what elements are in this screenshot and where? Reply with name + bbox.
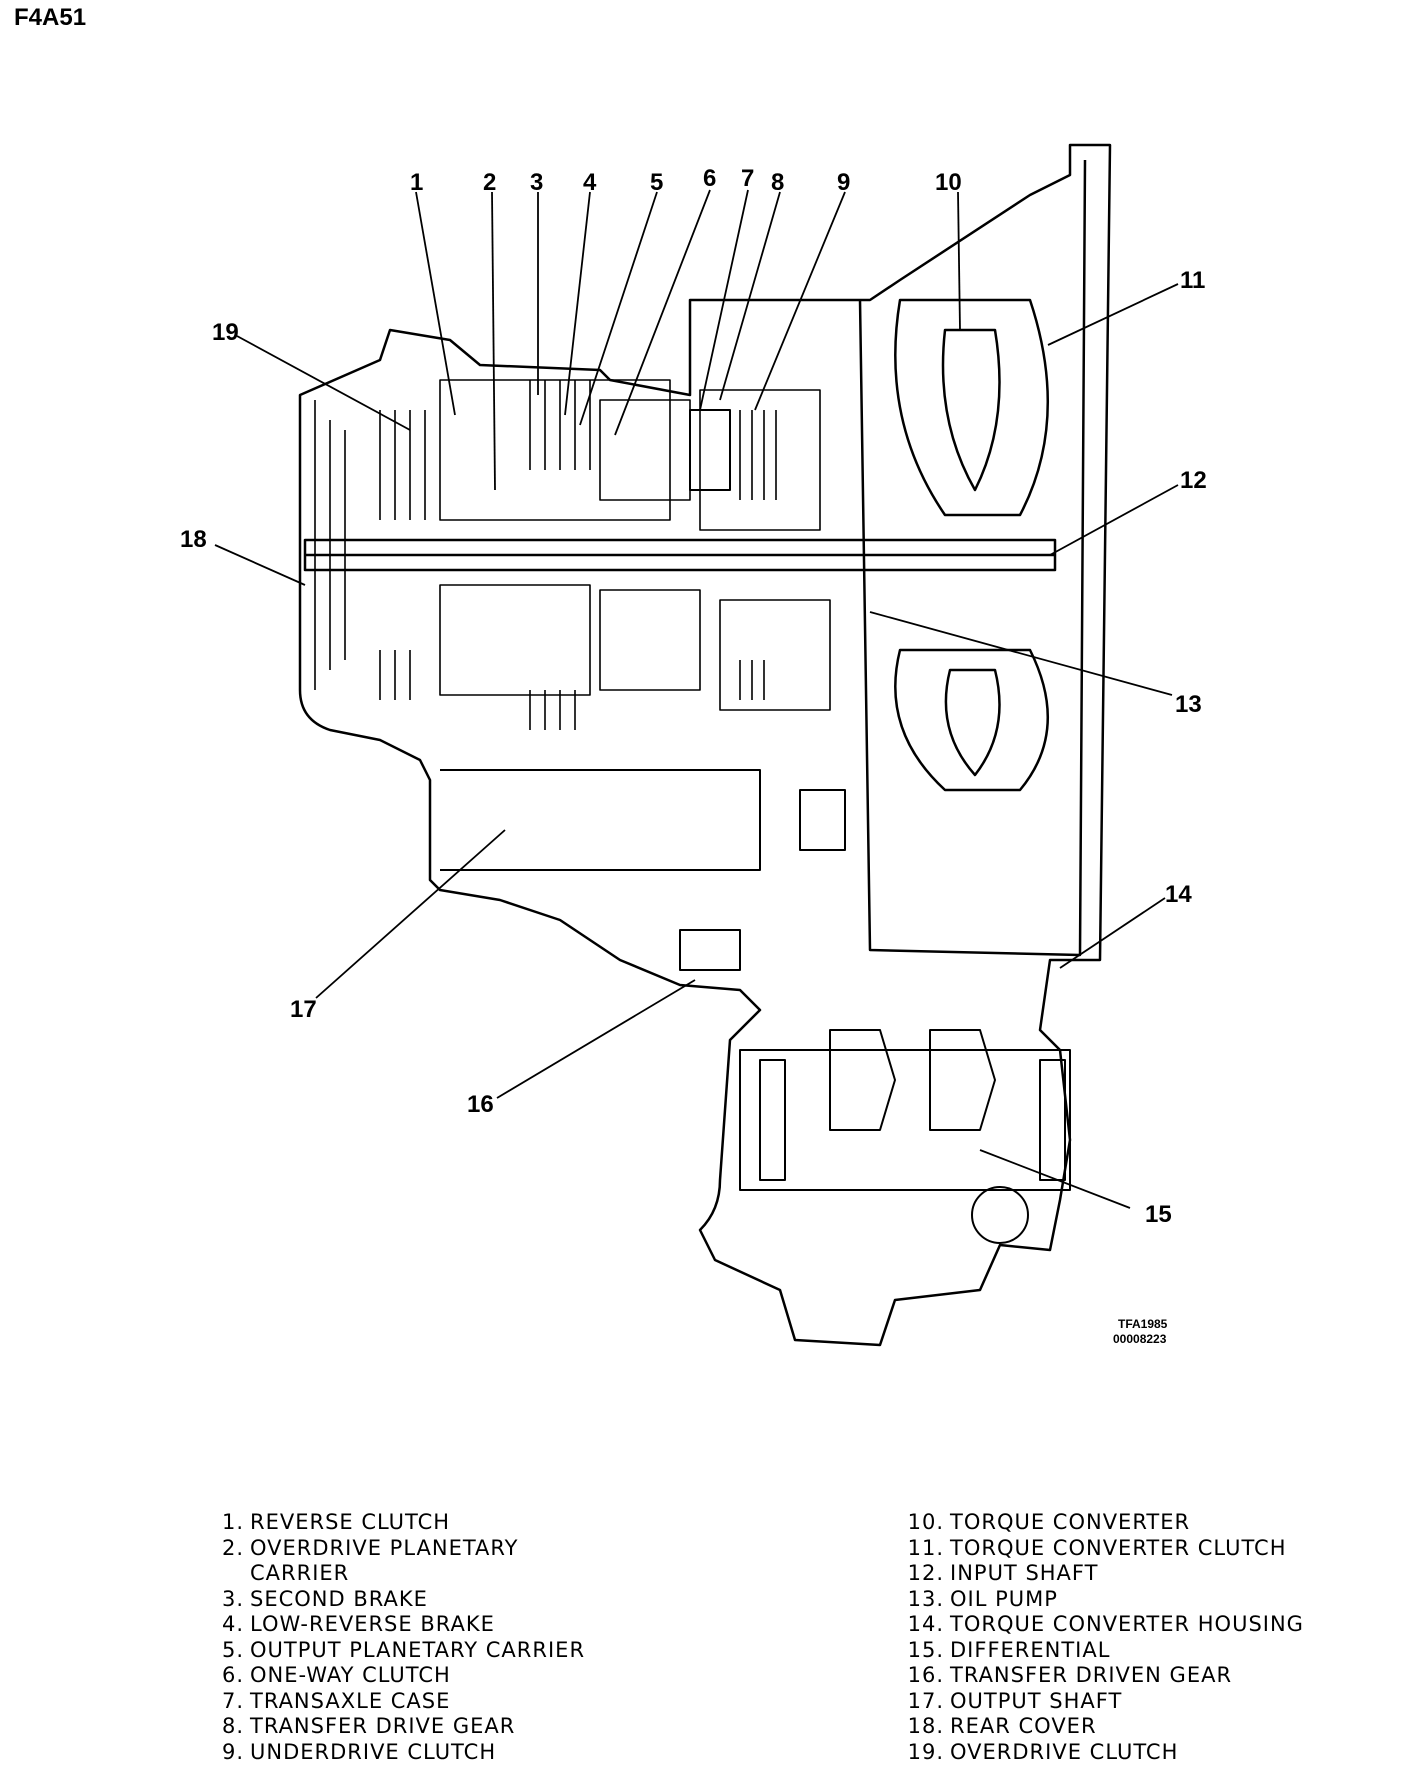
transfer-drive-gear — [689, 409, 731, 491]
callout-16: 16 — [467, 1091, 494, 1118]
reference-code-line1: TFA1985 — [1118, 1317, 1168, 1331]
callout-2: 2 — [483, 169, 496, 196]
legend-item-12: 12.INPUT SHAFT — [907, 1561, 1099, 1585]
reference-code-line2: 00008223 — [1113, 1332, 1167, 1346]
legend-item-13: 13.OIL PUMP — [907, 1586, 1058, 1611]
callout-4: 4 — [583, 169, 597, 196]
legend-item-17: 17.OUTPUT SHAFT — [907, 1688, 1123, 1713]
callout-14: 14 — [1165, 881, 1192, 908]
leader-lines — [214, 189, 1179, 1209]
legend-item-6: 6.ONE-WAY CLUTCH — [221, 1663, 451, 1687]
clutch-packs-lower — [379, 584, 831, 730]
callout-8: 8 — [771, 169, 784, 196]
legend-item-4: 4.LOW-REVERSE BRAKE — [221, 1612, 495, 1636]
transaxle-drawing — [298, 143, 1112, 1347]
legend-item-3: 3.SECOND BRAKE — [221, 1586, 428, 1611]
legend-item-18: 18.REAR COVER — [907, 1714, 1097, 1738]
callout-7: 7 — [741, 165, 754, 192]
callout-11: 11 — [1180, 267, 1205, 294]
transaxle-outer-housing — [298, 143, 1112, 1347]
clutch-packs-upper — [379, 379, 821, 531]
callout-17: 17 — [290, 996, 317, 1023]
transfer-driven-gear — [679, 929, 741, 971]
legend-item-2-continued: CARRIER — [250, 1561, 350, 1585]
legend-item-16: 16.TRANSFER DRIVEN GEAR — [907, 1663, 1233, 1687]
legend-item-10: 10.TORQUE CONVERTER — [907, 1510, 1191, 1534]
model-code: F4A51 — [14, 4, 87, 31]
callout-13: 13 — [1175, 691, 1202, 718]
callout-9: 9 — [837, 169, 850, 196]
callout-15: 15 — [1145, 1201, 1172, 1228]
callout-5: 5 — [650, 169, 663, 196]
callout-12: 12 — [1180, 467, 1207, 494]
callout-10: 10 — [935, 169, 962, 196]
legend-item-9: 9.UNDERDRIVE CLUTCH — [221, 1739, 497, 1764]
legend-left-column: 1.REVERSE CLUTCH 2.OVERDRIVE PLANETARY C… — [200, 1510, 720, 1765]
torque-converter-upper — [894, 298, 1050, 517]
legend-item-11: 11.TORQUE CONVERTER CLUTCH — [907, 1535, 1287, 1560]
callout-labels: 1 2 3 4 5 6 7 8 9 10 11 12 13 14 15 16 1… — [180, 165, 1207, 1228]
legend-item-14: 14.TORQUE CONVERTER HOUSING — [907, 1612, 1304, 1636]
legend-item-2: 2.OVERDRIVE PLANETARY — [221, 1535, 519, 1560]
callout-6: 6 — [703, 165, 716, 192]
legend-item-7: 7.TRANSAXLE CASE — [221, 1688, 451, 1713]
legend-right-column: 10.TORQUE CONVERTER 11.TORQUE CONVERTER … — [900, 1510, 1400, 1765]
torque-converter-lower — [894, 648, 1050, 792]
transaxle-case-inner — [858, 159, 1087, 957]
callout-18: 18 — [180, 526, 207, 553]
callout-3: 3 — [530, 169, 543, 196]
legend-item-19: 19.OVERDRIVE CLUTCH — [907, 1739, 1179, 1764]
callout-19: 19 — [212, 319, 239, 346]
output-shaft — [440, 769, 761, 871]
legend-item-1: 1.REVERSE CLUTCH — [221, 1510, 451, 1534]
legend-item-8: 8.TRANSFER DRIVE GEAR — [221, 1714, 516, 1738]
callout-1: 1 — [410, 169, 423, 196]
transaxle-cross-section-diagram: 1 2 3 4 5 6 7 8 9 10 11 12 13 14 15 16 1… — [180, 143, 1207, 1347]
rear-cover — [314, 400, 346, 690]
differential — [739, 1029, 1071, 1244]
legend-item-5: 5.OUTPUT PLANETARY CARRIER — [221, 1637, 586, 1662]
legend-item-15: 15.DIFFERENTIAL — [907, 1637, 1111, 1662]
